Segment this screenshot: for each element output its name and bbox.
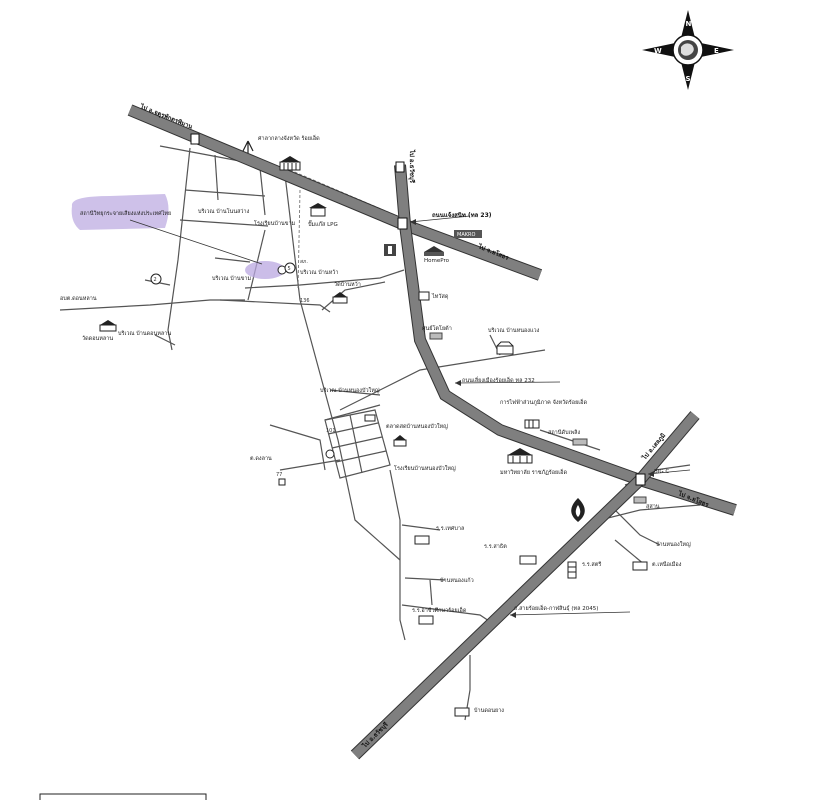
km-77-label: 77 [276,472,282,478]
home-pro-label: HomePro [424,258,450,264]
highlights [71,194,285,279]
toyota-label: ศูนย์โตโยต้า [422,324,452,332]
compass-e: E [714,47,719,55]
big-c-label: BIG C [654,469,669,475]
ban-wai-label: บริเวณ บ้านหว้า [300,269,338,276]
gas-station-label: ปั๊มแก๊ส LPG [308,220,338,228]
small-building-4-icon [632,561,648,571]
local-roads [59,145,701,721]
toyota-icon [429,332,443,340]
electric-icon [524,419,540,429]
home-pro-icon [424,246,444,256]
hwy-n-label: ไป อ.ธวัชบุรี [408,149,416,184]
small-building-1-icon [414,535,430,545]
tao-dang-label: ต.ดงลาน [250,456,272,462]
compass-s: S [686,75,691,83]
thai-watsadu-icon [418,291,430,301]
gas-station-icon [309,203,327,217]
small-building-3-icon [454,707,470,717]
school-1-label: ร.ร.เทศบาล [436,525,464,532]
route-5: 5 [288,266,291,272]
km-136-label: 136 [300,298,310,304]
makro-label: MAKRO [457,232,475,238]
route-circles: 2 5 [150,262,335,459]
school-3-label: ร.ร.สตรี [582,561,601,568]
road-sahat-label: ถ.สายร้อยเอ็ด-กาฬสินธุ์ (ทล 2045) [514,604,598,612]
route-2: 2 [154,277,157,283]
leader-lines [129,215,691,618]
flame-logo-icon [571,498,585,522]
hwy-ne-road-label: ถนนแจ้งสนิท (ทล 23) [432,211,492,219]
small-building-2-icon [418,615,434,625]
ban-nong-3-label: บ้านดอนยาง [474,707,504,714]
market-label: ตลาดสดบ้านหนองบัวใหญ่ [386,423,448,430]
provincial-hall-label: ศาลากลางจังหวัด ร้อยเอ็ด [258,134,320,142]
electric-label: การไฟฟ้าส่วนภูมิภาค จังหวัดร้อยเอ็ด [500,398,587,406]
market-icon [496,341,514,355]
school-2-label: ร.ร.สาธิต [484,543,507,550]
ban-kham-label: บริเวณ บ้านขาม [212,275,251,282]
makro-icon [454,230,482,238]
hospital-icon [384,244,396,256]
ban-nong-bua-label: บริเวณ บ้านหนองบัวใหญ่ [320,387,380,394]
highlight-label: สถานีวิทยุกระจายเสียงแห่งประเทศไทย [80,210,171,217]
thai-watsadu-label: ไทวัสดุ [431,293,449,300]
tree-icon [242,140,254,153]
legend-box [39,793,207,800]
temple-ban-wai-label: วัดบ้านหว้า [334,281,361,288]
police-label: สภ. [300,259,308,265]
building-icons [99,140,648,717]
ban-don-lan-label: บริเวณ บ้านดอนหลาน [118,330,171,337]
village-grid [324,409,391,479]
hwy-sw-dest-label: ไป อ.ธวัชบุรี [360,720,390,750]
ban-nong-2-label: บ้านหนองใหญ่ [656,541,691,548]
rajabhat-icon [507,448,533,464]
fire-label: สถานีดับเพลิง [548,429,580,436]
ban-non-yang-label: บริเวณ บ้านหนองแวง [488,327,540,334]
tao-2-label: ต.เหนือเมือง [652,561,682,568]
highways [127,104,737,760]
km77-icon [278,478,286,486]
fire-station-icon [572,438,588,446]
temple-ban-wai-icon [332,292,348,304]
school-ban-label: โรงเรียนบ้านหนองบัวใหญ่ [394,464,456,472]
temple-don-lan-label: วัดดอนหลาน [82,335,113,342]
compass-n: N [686,20,692,28]
tower-icon [567,561,577,579]
compass-rose: N S W E [642,10,734,90]
sub-district-label: อบต.ดอนหลาน [60,296,97,302]
bypass-label: ถนนเลี่ยงเมืองร้อยเอ็ด ทล 232 [462,376,535,384]
compass-w: W [654,47,662,55]
ban-nong-label: บ้านหนองแก้ว [440,577,474,584]
school-icon [393,435,407,447]
school-2-icon [519,555,537,565]
shop-icon [364,414,376,422]
km-101-label: 101 [326,428,336,434]
temple-don-lan-icon [99,320,117,332]
kham-school-label: โรงเรียนบ้านขาม [254,219,296,227]
ban-non-sawang-label: บริเวณ บ้านโนนสว่าง [198,207,250,215]
rajabhat-label: มหาวิทยาลัย ราชภัฏร้อยเอ็ด [500,468,567,476]
provincial-hall-icon [279,156,301,171]
route-markers [190,133,646,486]
cemetery-icon [633,496,647,504]
cemetery-label: สุสาน [646,503,660,510]
university-label: ร.ร.อาชีวศึกษาร้อยเอ็ด [412,606,467,614]
